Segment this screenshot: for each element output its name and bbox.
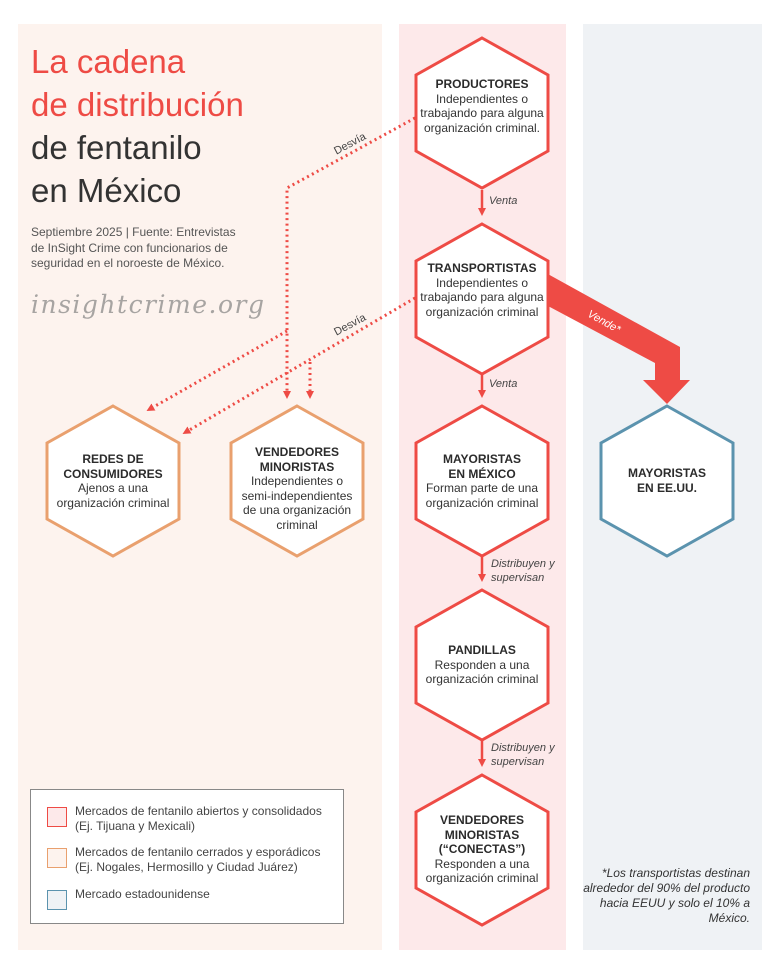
node-productores: PRODUCTORES Independientes o trabajando … (420, 77, 545, 135)
edge-label-venta: Venta (489, 378, 518, 390)
node-transportistas: TRANSPORTISTAS Independientes o trabajan… (420, 261, 545, 319)
node-pandillas: PANDILLAS Responden a una organización c… (420, 643, 545, 687)
node-mayoristas-mexico: MAYORISTAS EN MÉXICO (437, 452, 527, 481)
legend-swatch-blue (47, 890, 67, 910)
subtitle: Septiembre 2025 | Fuente: Entrevistas de… (31, 225, 236, 270)
legend-text: Mercados de fentanilo cerrados y esporád… (75, 845, 321, 874)
mayoristas-mexico-hexagon (414, 404, 550, 558)
desvia-line-1 (283, 116, 416, 399)
legend-text: Mercado estadounidense (75, 887, 210, 901)
node-desc: Independientes o trabajando para alguna … (420, 275, 544, 319)
node-desc: Responden a una organización criminal (425, 856, 539, 886)
legend-swatch-orange (47, 848, 67, 868)
node-desc: Independientes o semi-independientes de … (241, 474, 353, 532)
node-vendedores-minoristas: VENDEDORES MINORISTAS Independientes o s… (238, 445, 356, 532)
node-title: PANDILLAS (448, 643, 516, 657)
page-title: La cadena de distribución de fentanilo e… (31, 40, 244, 212)
node-title: REDES DE CONSUMIDORES (63, 452, 163, 481)
node-title: VENDEDORES MINORISTAS (254, 445, 340, 474)
node-desc: Independientes o trabajando para alguna … (420, 91, 544, 135)
node-title: TRANSPORTISTAS (427, 261, 537, 275)
desvia-branch-redes-1 (146, 329, 288, 411)
pandillas-hexagon (414, 588, 550, 742)
node-title: MAYORISTAS EN MÉXICO (442, 452, 521, 481)
mayoristas-eeuu-hexagon (599, 404, 735, 558)
legend-item-us-market: Mercado estadounidense (47, 887, 335, 910)
footnote: *Los transportistas destinan alrededor d… (583, 866, 750, 925)
node-title: MAYORISTAS EN EE.UU. (627, 466, 706, 495)
vendedores-conectas-hexagon (414, 773, 550, 927)
edge-label-distribuyen: Distribuyen y supervisan (491, 558, 555, 584)
node-mayoristas-eeuu: MAYORISTAS EN EE.UU. (627, 466, 707, 495)
legend-text: Mercados de fentanilo abiertos y consoli… (75, 804, 322, 833)
edge-label-distribuyen: Distribuyen y supervisan (491, 742, 555, 768)
desvia-line-2 (182, 296, 416, 435)
legend: Mercados de fentanilo abiertos y consoli… (30, 789, 344, 924)
vendedores-minoristas-hexagon (229, 404, 365, 558)
logo: insightcrime.org (31, 290, 266, 319)
node-redes-consumidores: REDES DE CONSUMIDORES Ajenos a una organ… (56, 452, 171, 510)
productores-hexagon (414, 36, 550, 190)
node-desc: Ajenos a una organización criminal (56, 481, 170, 510)
legend-swatch-red (47, 807, 67, 827)
title-line: en México (31, 172, 182, 209)
title-line: de distribución (31, 86, 244, 123)
title-line: de fentanilo (31, 129, 202, 166)
title-line: La cadena (31, 43, 186, 80)
node-vendedores-conectas: VENDEDORES MINORISTAS (“CONECTAS”) Respo… (422, 813, 542, 886)
vende-arrow (546, 273, 690, 404)
node-title: VENDEDORES MINORISTAS (“CONECTAS”) (438, 813, 526, 856)
node-title: PRODUCTORES (435, 77, 529, 91)
edge-label-venta: Venta (489, 195, 518, 207)
node-mayoristas-mexico-desc: Forman parte de una organización crimina… (425, 481, 539, 510)
legend-item-open-markets: Mercados de fentanilo abiertos y consoli… (47, 804, 335, 834)
legend-item-closed-markets: Mercados de fentanilo cerrados y esporád… (47, 845, 335, 875)
node-desc: Responden a una organización criminal (425, 657, 539, 687)
transportistas-hexagon (414, 222, 550, 376)
redes-hexagon (45, 404, 181, 558)
